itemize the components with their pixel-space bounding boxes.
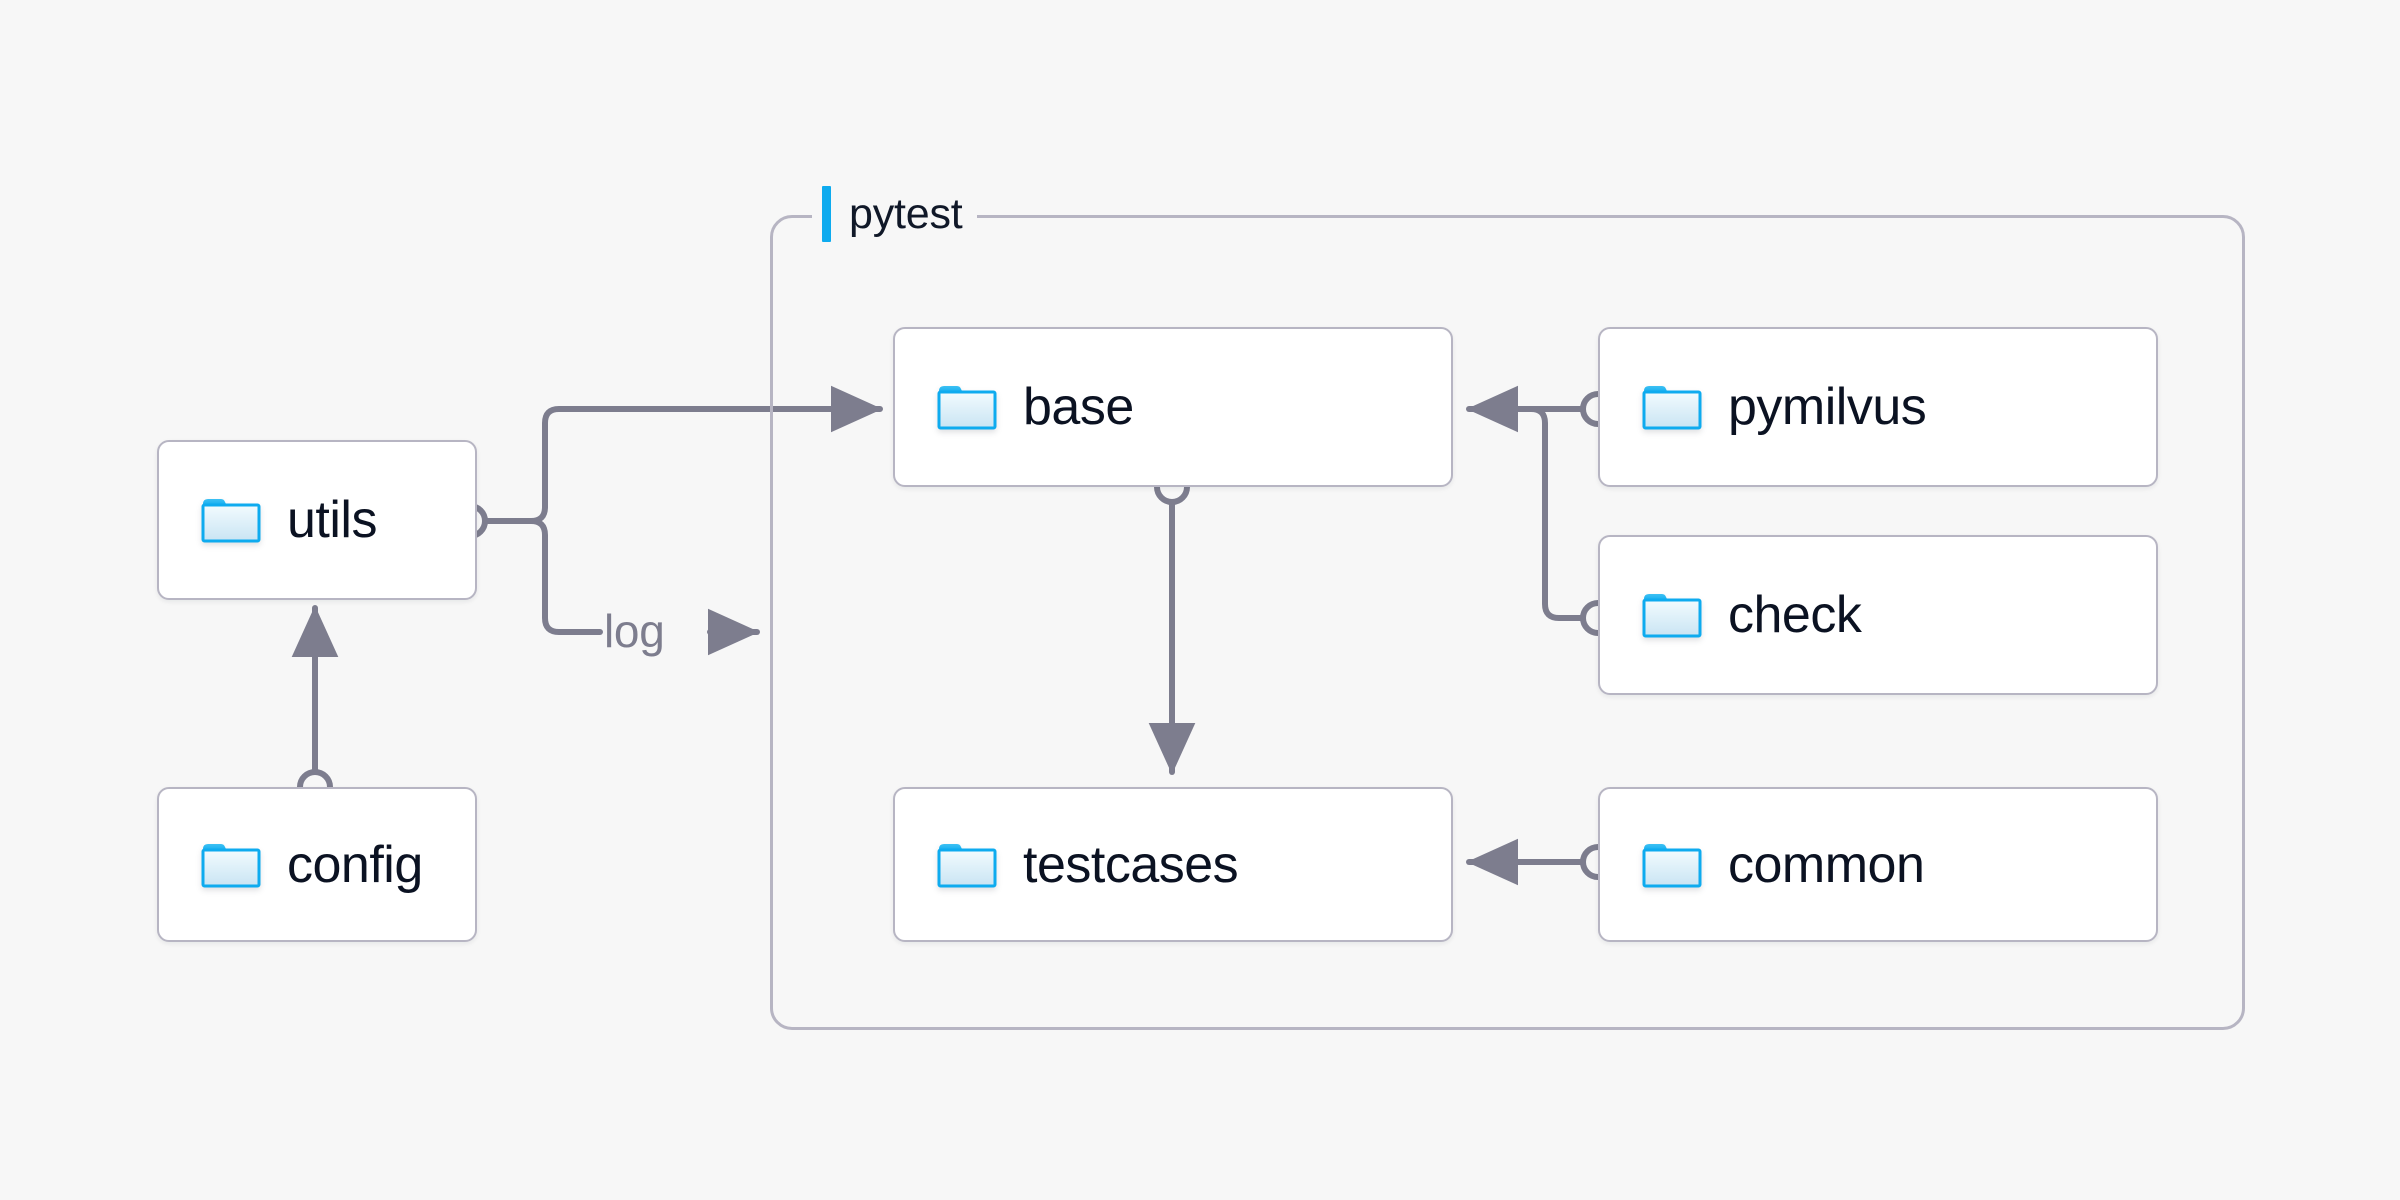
- group-pytest[interactable]: [770, 215, 2245, 1030]
- folder-icon: [1642, 843, 1702, 887]
- node-pymilvus[interactable]: pymilvus: [1598, 327, 2158, 487]
- node-testcases-label: testcases: [1023, 835, 1239, 894]
- folder-icon: [937, 386, 997, 430]
- node-common[interactable]: common: [1598, 787, 2158, 942]
- edge-utils-log-stub: [514, 518, 603, 635]
- node-utils-label: utils: [287, 491, 377, 549]
- node-base[interactable]: base: [893, 327, 1453, 487]
- node-utils[interactable]: utils: [157, 440, 477, 600]
- node-config[interactable]: config: [157, 787, 477, 942]
- folder-icon: [937, 843, 997, 887]
- edge-label-log: log: [604, 605, 665, 657]
- group-pytest-label-text: pytest: [849, 189, 963, 238]
- node-base-label: base: [1023, 378, 1134, 436]
- node-common-label: common: [1728, 835, 1925, 894]
- folder-icon: [201, 499, 261, 543]
- node-check[interactable]: check: [1598, 535, 2158, 695]
- group-pytest-label: pytest: [812, 182, 977, 246]
- folder-icon: [1642, 386, 1702, 430]
- folder-icon: [201, 843, 261, 887]
- node-config-label: config: [287, 835, 423, 894]
- node-pymilvus-label: pymilvus: [1728, 378, 1927, 436]
- node-check-label: check: [1728, 586, 1862, 644]
- node-testcases[interactable]: testcases: [893, 787, 1453, 942]
- folder-icon: [1642, 594, 1702, 638]
- accent-bar-icon: [822, 186, 831, 242]
